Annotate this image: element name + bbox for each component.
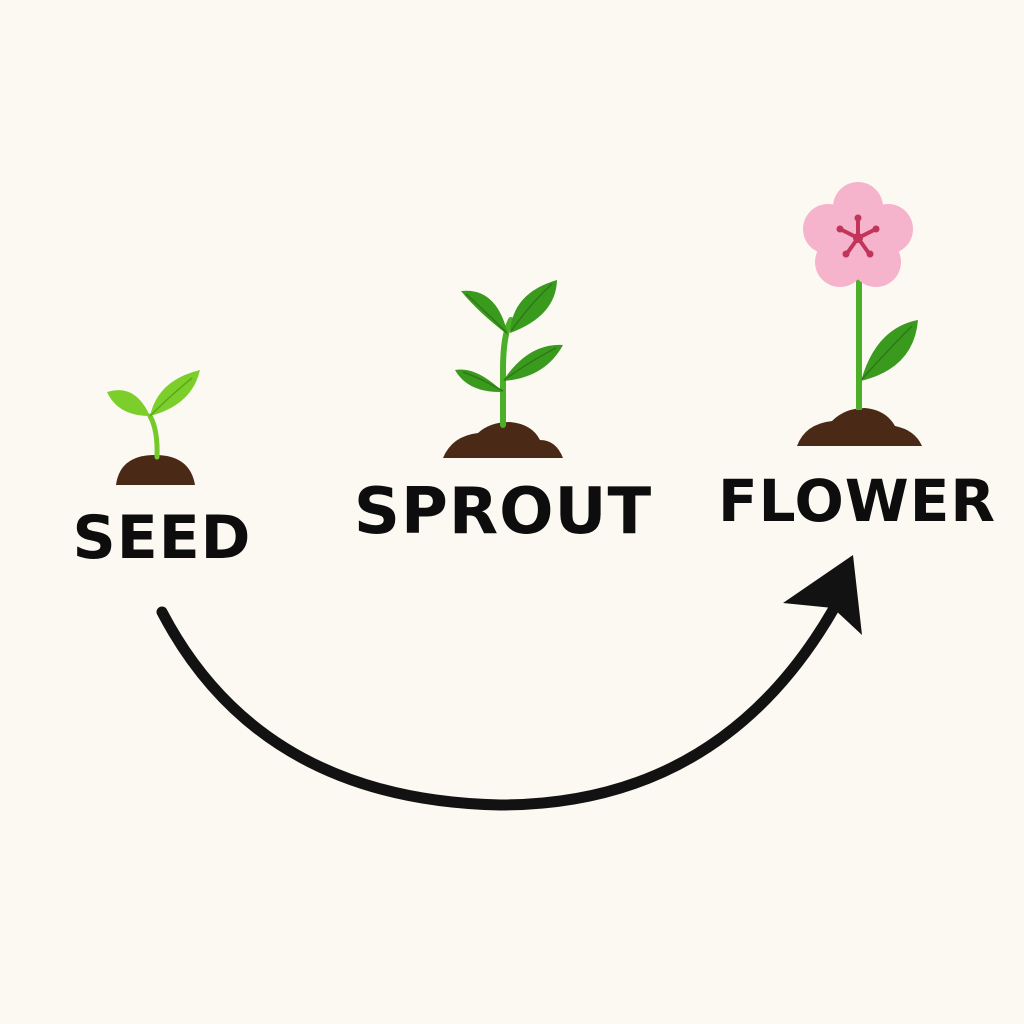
curved-arrow-icon xyxy=(156,555,862,811)
stage-label-seed: SEED xyxy=(72,503,252,573)
seedling-icon xyxy=(107,370,200,485)
sprout-icon xyxy=(443,280,563,458)
flower-icon xyxy=(797,182,922,446)
stage-label-sprout: SPROUT xyxy=(353,475,653,549)
stage-label-flower: FLOWER xyxy=(717,467,997,535)
